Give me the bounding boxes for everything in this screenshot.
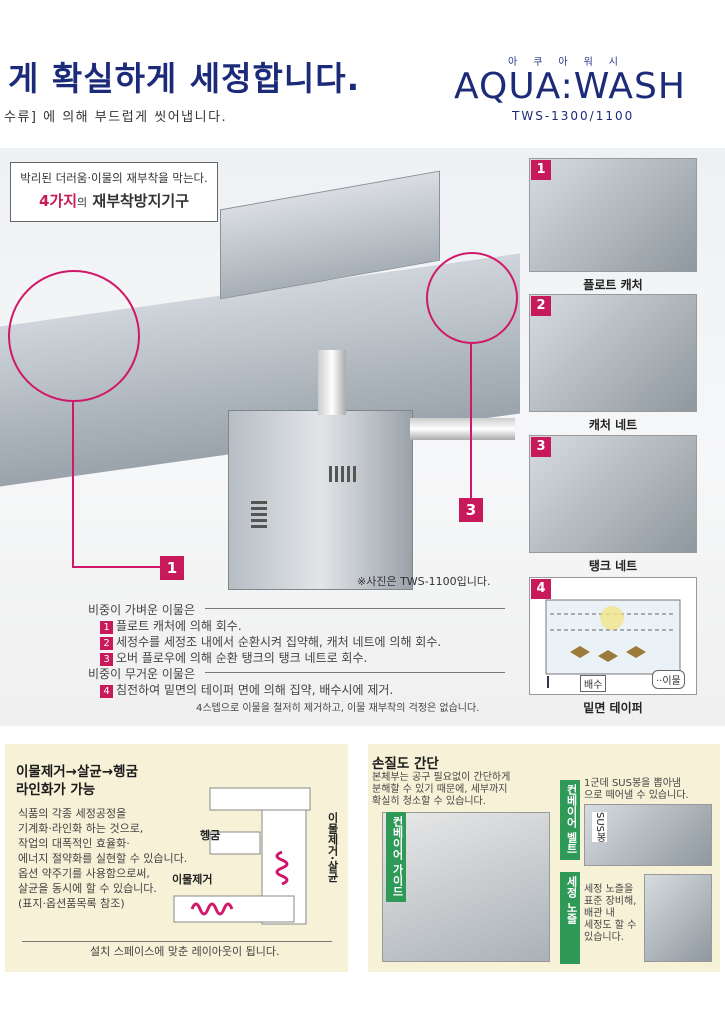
highlight-circle-1	[8, 270, 140, 402]
nozzle-text: 세정 노즐을 표준 장비해, 배관 내 세정도 할 수 있습니다.	[584, 884, 637, 943]
process-flow-icon	[173, 787, 311, 925]
callout-box	[10, 162, 218, 222]
thumbnail-badge: 4	[531, 579, 551, 599]
circulation-tank-image	[228, 410, 413, 590]
brand-logo: AQUA:WASH	[454, 66, 686, 107]
marker-badge-1: 1	[160, 556, 184, 580]
panel-footer: 설치 스페이스에 맞춘 레이아웃이 됩니다.	[90, 945, 280, 958]
belt-text: 1군데 SUS봉을 뽑아냄 으로 떼어낼 수 있습니다.	[584, 778, 689, 801]
panel-title: 라인화가 가능	[16, 782, 96, 798]
thumbnail-float-catcher	[529, 158, 697, 272]
heavy-debris-title: 비중이 무거운 이물은	[88, 667, 195, 681]
brand-model: TWS-1300/1100	[512, 109, 635, 123]
mechanism-footnote: 4스텝으로 이물을 철저히 제거하고, 이물 재부착의 걱정은 없습니다.	[196, 703, 480, 714]
cleaning-nozzle-tag: 세정 노즐	[560, 872, 580, 964]
panel-title: 이물제거→살균→헹굼	[16, 764, 138, 780]
thumbnail-tank-net	[529, 435, 697, 553]
rinse-label: 헹굼	[200, 829, 221, 842]
thumbnail-label: 밑면 테이퍼	[583, 701, 643, 715]
thumbnail-label: 플로트 캐처	[583, 278, 643, 292]
callout-count: 4가지	[38, 192, 78, 210]
thumbnail-bottom-taper-diagram	[529, 577, 697, 695]
thumbnail-label: 캐처 네트	[588, 418, 638, 432]
marker-badge-3: 3	[459, 498, 483, 522]
subheadline: 수류] 에 의해 부드럽게 씻어냅니다.	[4, 110, 228, 125]
thumbnail-label: 탱크 네트	[588, 559, 638, 573]
maintenance-photo	[382, 812, 550, 962]
thumbnail-badge: 3	[531, 437, 551, 457]
callout-particle: 의	[77, 196, 88, 209]
light-debris-title: 비중이 가벼운 이물은	[88, 603, 195, 617]
divider	[205, 672, 505, 673]
thumbnail-badge: 2	[531, 296, 551, 316]
vertical-label: 이물제거·살균	[326, 812, 339, 883]
layout-diagram	[170, 782, 320, 930]
panel-body: 본체부는 공구 필요없이 간단하게 분해할 수 있기 때문에, 세부까지 확실히…	[372, 772, 511, 807]
remove-label: 이물제거	[172, 873, 213, 886]
divider	[22, 941, 332, 942]
taper-diagram-icon	[545, 599, 681, 688]
photo-caption: ※사진은 TWS-1100입니다.	[357, 575, 491, 588]
divider	[205, 608, 505, 609]
nozzle-photo	[644, 874, 712, 962]
callout-line-1: 박리된 더러움·이물의 재부착을 막는다.	[20, 171, 208, 185]
brand-kana: 아쿠아워시	[508, 57, 634, 68]
headline: 게 확실하게 세정합니다.	[8, 59, 361, 98]
sus-rod-label: SUS봉	[592, 812, 607, 843]
panel-title: 손질도 간단	[372, 756, 439, 772]
callout-line-2: 4가지의 재부착방지기구	[12, 190, 216, 211]
thumbnail-catcher-net	[529, 294, 697, 412]
leader-line-1	[72, 402, 74, 567]
drain-label: 배수	[580, 675, 607, 692]
conveyor-guide-tag: 컨베이어 가이드	[386, 812, 406, 902]
panel-body: 식품의 각종 세정공정을 기계화·라인화 하는 것으로, 작업의 대폭적인 효율…	[18, 807, 188, 910]
debris-legend: ··이물	[652, 670, 685, 689]
conveyor-belt-tag: 컨베이어 벨트	[560, 780, 580, 860]
thumbnail-badge: 1	[531, 160, 551, 180]
leader-line-3	[470, 344, 472, 499]
highlight-circle-3	[426, 252, 518, 344]
pipe	[318, 350, 346, 415]
leader-line-1	[72, 566, 162, 568]
pipe	[410, 418, 515, 440]
callout-feature: 재부착방지기구	[92, 192, 189, 210]
